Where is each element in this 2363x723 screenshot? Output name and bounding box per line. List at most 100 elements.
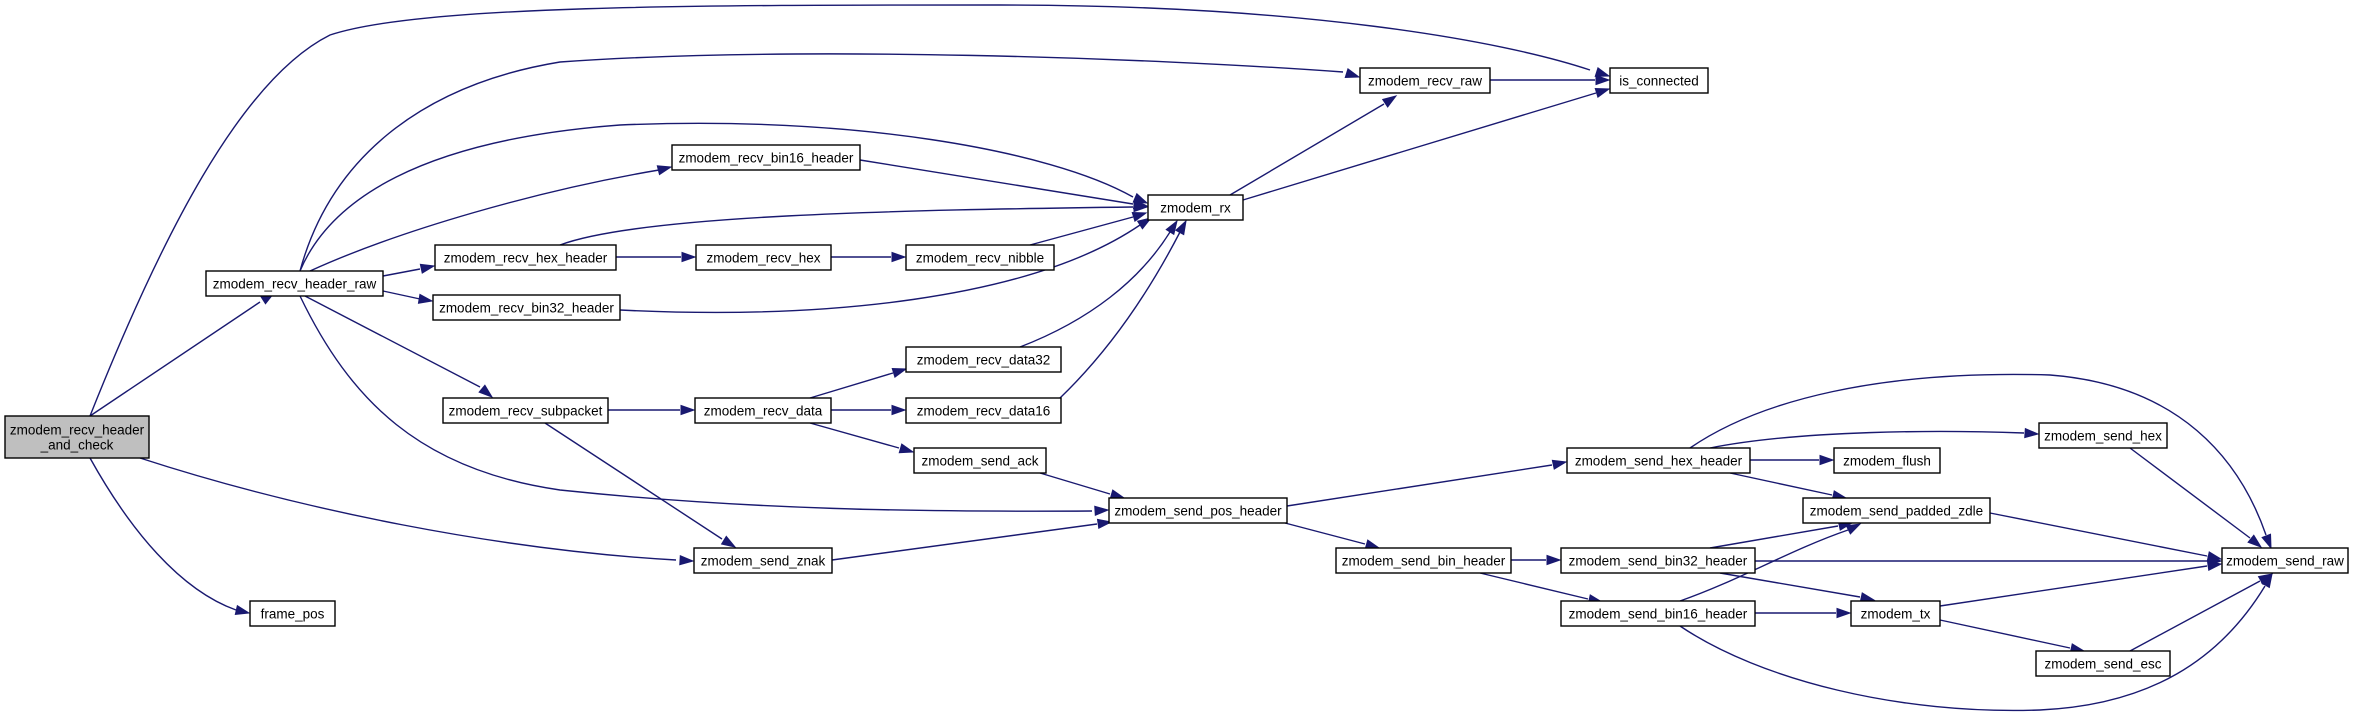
arrowhead-icon [1551,459,1568,470]
edge-rdata-to-sack [809,422,915,454]
edge-sack-to-sposh [1039,472,1126,500]
edge-line [1679,529,1849,602]
node-rhex[interactable]: zmodem_recv_hex [695,244,832,271]
node-hexh[interactable]: zmodem_recv_hex_header [434,244,617,271]
edge-line [831,523,1098,561]
node-label: zmodem_recv_hex_header [444,251,608,266]
node-rdata32[interactable]: zmodem_recv_data32 [905,346,1062,373]
node-label: zmodem_recv_bin32_header [439,301,614,316]
node-label: zmodem_send_esc [2044,657,2161,672]
edge-line [809,372,894,399]
edge-hraw-to-bin32h [382,290,434,304]
node-box [1147,194,1244,221]
node-check[interactable]: zmodem_recv_header_and_check [4,415,150,459]
arrowhead-icon [1595,74,1611,86]
edge-sbin16h-to-padded [1679,523,1862,602]
node-isconn[interactable]: is_connected [1609,67,1709,94]
arrowhead-icon [1131,211,1148,222]
arrowhead-icon [891,367,908,378]
node-nibble[interactable]: zmodem_recv_nibble [905,244,1055,271]
edge-sbin32h-to-tx [1719,572,1876,603]
edge-line [1059,231,1181,399]
node-box [693,547,833,574]
node-rdata[interactable]: zmodem_recv_data [694,397,832,424]
node-sposh[interactable]: zmodem_send_pos_header [1108,497,1288,524]
node-fpos[interactable]: frame_pos [249,600,336,627]
edge-line [299,122,1134,272]
edge-check-to-sznak [139,457,695,566]
node-hraw[interactable]: zmodem_recv_header_raw [205,270,384,297]
edge-line [1286,464,1553,507]
node-flush[interactable]: zmodem_flush [1833,447,1941,474]
edge-check-to-isconn [89,4,1611,417]
node-box [249,600,336,627]
node-rx[interactable]: zmodem_rx [1147,194,1244,221]
node-sbinh[interactable]: zmodem_send_bin_header [1335,547,1512,574]
node-sack[interactable]: zmodem_send_ack [913,447,1047,474]
edge-line [619,224,1141,314]
edge-shex-to-sraw [2129,447,2263,548]
edge-line [1479,572,1589,600]
edge-line [559,206,1134,246]
edge-tx-to-sesc [1939,619,2086,654]
arrowhead-icon [2206,560,2223,572]
arrowhead-icon [891,251,907,263]
node-box [1802,497,1991,524]
node-box [1335,547,1512,574]
edge-rhex-to-nibble [831,251,907,263]
arrowhead-icon [680,404,696,416]
node-padded[interactable]: zmodem_send_padded_zdle [1802,497,1991,524]
node-bin16h[interactable]: zmodem_recv_bin16_header [671,144,861,171]
node-box [1566,447,1751,474]
arrowhead-icon [1094,505,1110,517]
node-bin32h[interactable]: zmodem_recv_bin32_header [432,294,621,321]
arrowhead-icon [1344,68,1361,78]
edge-hraw-to-subpkt [304,295,494,398]
node-sraw[interactable]: zmodem_send_raw [2221,547,2349,574]
node-box [2035,650,2171,677]
arrowhead-icon [478,384,494,398]
node-label: zmodem_recv_header [10,423,145,438]
node-tx[interactable]: zmodem_tx [1850,600,1941,627]
edge-line [2129,447,2251,539]
arrowhead-icon [1594,66,1611,77]
node-label: is_connected [1619,74,1699,89]
edge-line [382,290,421,300]
node-label: zmodem_flush [1843,454,1931,469]
edge-sbinh-to-sbin32h [1511,554,1562,566]
node-subpkt[interactable]: zmodem_recv_subpacket [442,397,609,424]
edge-sbin32h-to-sraw [1755,555,2223,567]
arrowhead-icon [2247,534,2263,548]
arrowhead-icon [2024,427,2040,439]
edge-shexh-to-sraw [1689,373,2272,550]
node-sbin32h[interactable]: zmodem_send_bin32_header [1560,547,1756,574]
edge-line [1709,430,2025,449]
node-box [905,397,1062,424]
edge-line [1719,572,1861,598]
edge-sposh-to-sbinh [1284,522,1381,550]
edge-line [1709,525,1839,549]
node-rdata16[interactable]: zmodem_recv_data16 [905,397,1062,424]
arrowhead-icon [417,293,434,304]
edge-hexh-to-rhex [616,251,697,263]
edge-line [382,268,421,277]
edge-line [139,457,677,561]
arrowhead-icon [1381,95,1398,108]
node-label: zmodem_send_ack [921,454,1038,469]
node-rraw[interactable]: zmodem_recv_raw [1359,67,1491,94]
node-sesc[interactable]: zmodem_send_esc [2035,650,2171,677]
node-box [434,244,617,271]
edge-line [299,295,1093,512]
node-shex[interactable]: zmodem_send_hex [2038,422,2168,449]
node-label: zmodem_recv_subpacket [449,404,603,419]
arrowhead-icon [1165,219,1178,236]
edge-rx-to-isconn [1242,87,1611,201]
node-box [4,415,150,459]
arrowhead-icon [1174,219,1187,236]
node-label: zmodem_recv_data [704,404,823,419]
node-box [694,397,832,424]
node-sbin16h[interactable]: zmodem_send_bin16_header [1560,600,1756,627]
node-shexh[interactable]: zmodem_send_hex_header [1566,447,1751,474]
node-box [432,294,621,321]
node-sznak[interactable]: zmodem_send_znak [693,547,833,574]
